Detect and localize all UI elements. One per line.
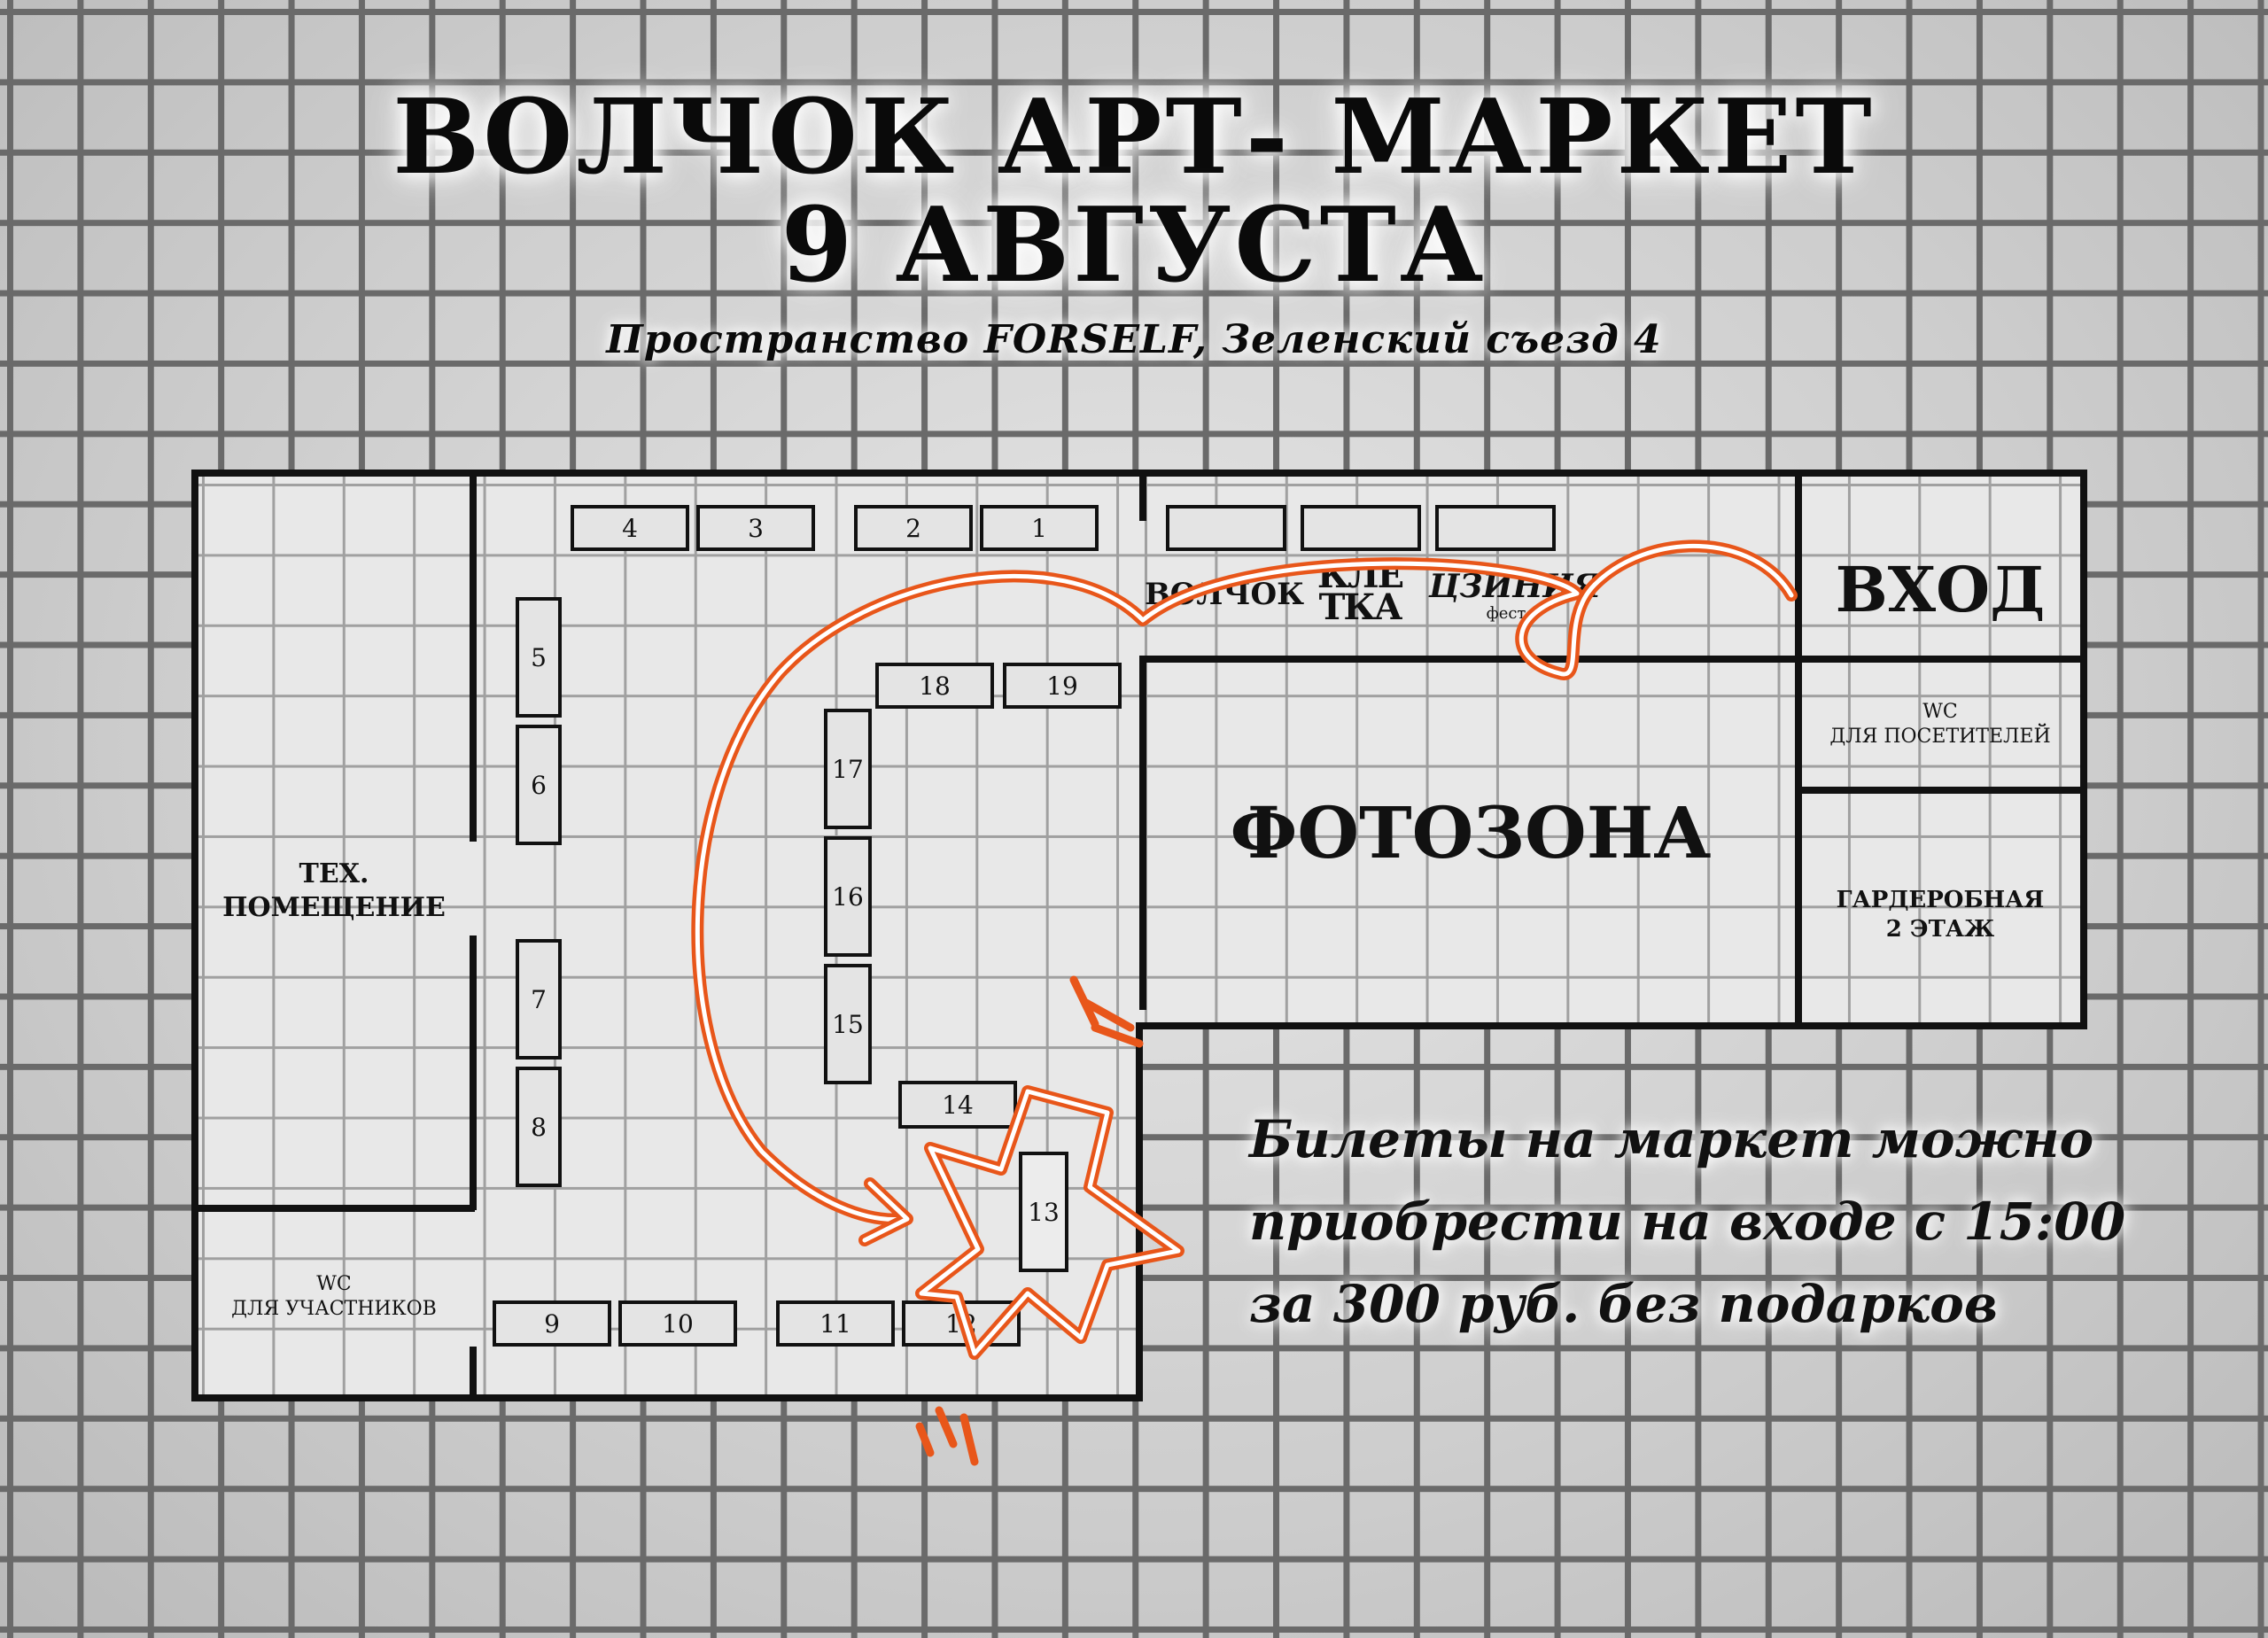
starburst-highlight (915, 1085, 1184, 1360)
tech-room-label: ТЕХ. ПОМЕЩЕНИЕ (222, 858, 446, 923)
partner-tsiniya-sub: фест (1486, 604, 1526, 623)
venue-address: Пространство FORSELF, Зеленский съезд 4 (606, 316, 1662, 362)
wall (1798, 787, 2085, 794)
wall (1139, 470, 1146, 521)
wall (1136, 1022, 2087, 1029)
event-title: ВОЛЧОК АРТ- МАРКЕТ (392, 77, 1876, 198)
wall (1139, 656, 1146, 1010)
ticket-info-line: за 300 руб. без подарков (1249, 1274, 1998, 1334)
stand-14: 14 (898, 1081, 1017, 1129)
stand-8: 8 (516, 1067, 562, 1187)
stand-13: 13 (1019, 1152, 1068, 1272)
stand-5: 5 (516, 597, 562, 718)
route-path (691, 540, 1798, 1246)
emphasis-marks (915, 975, 1144, 1466)
stand-2: 2 (854, 505, 973, 551)
wall (470, 935, 477, 1210)
entrance-label: ВХОД (1835, 553, 2046, 626)
stand-18: 18 (875, 663, 994, 709)
wall (1139, 656, 2087, 663)
event-date: 9 АВГУСТА (781, 184, 1487, 306)
partner-stand (1301, 505, 1421, 551)
stand-16: 16 (824, 836, 872, 957)
photozone-label: ФОТОЗОНА (1230, 791, 1712, 874)
wall (191, 1205, 475, 1212)
header: ВОЛЧОК АРТ- МАРКЕТ 9 АВГУСТА Пространств… (0, 77, 2268, 362)
stand-15: 15 (824, 964, 872, 1084)
wall (1795, 470, 1802, 1028)
wall (191, 1394, 1143, 1401)
stand-4: 4 (571, 505, 689, 551)
stand-6: 6 (516, 725, 562, 845)
wc-participants-label: WC ДЛЯ УЧАСТНИКОВ (231, 1273, 437, 1320)
stand-11: 11 (776, 1300, 895, 1347)
stand-3: 3 (696, 505, 815, 551)
wall (191, 470, 198, 1401)
stand-7: 7 (516, 939, 562, 1060)
stand-10: 10 (618, 1300, 737, 1347)
wall (1136, 1022, 1143, 1401)
stand-17: 17 (824, 709, 872, 829)
stand-1: 1 (980, 505, 1099, 551)
stand-19: 19 (1003, 663, 1122, 709)
wc-visitors-label: WC ДЛЯ ПОСЕТИТЕЛЕЙ (1829, 701, 2051, 748)
wardrobe-label: ГАРДЕРОБНАЯ 2 ЭТАЖ (1836, 887, 2045, 943)
ticket-info-line: Билеты на маркет можно (1249, 1109, 2094, 1169)
wall (470, 470, 477, 842)
stand-9: 9 (493, 1300, 611, 1347)
wall (2080, 470, 2087, 1029)
ticket-info-line: приобрести на входе с 15:00 (1249, 1192, 2126, 1252)
wall (470, 1347, 477, 1400)
partner-stand (1166, 505, 1286, 551)
ticket-info: Билеты на маркет можно приобрести на вхо… (1249, 1098, 2126, 1346)
partner-stand (1435, 505, 1556, 551)
